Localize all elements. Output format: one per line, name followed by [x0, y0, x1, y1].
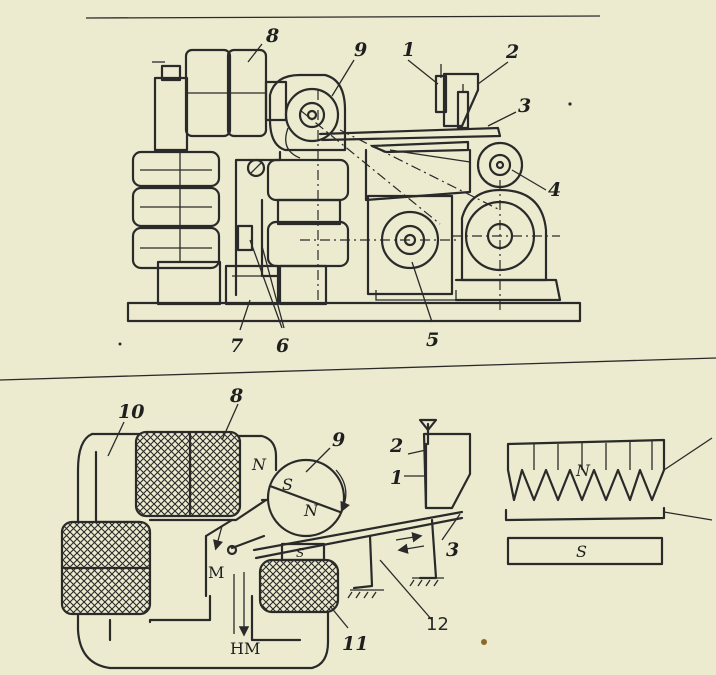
coil-8 [134, 430, 242, 518]
top-magnet-coil [184, 48, 288, 138]
center-coil-stack [266, 90, 350, 306]
label-8: 8 [265, 25, 279, 47]
top-border-line [85, 15, 601, 19]
label-2: 2 [505, 41, 519, 63]
base-plate [126, 301, 582, 323]
magnetic-circuit-schematic: 10 8 9 2 1 3 11 12 N S N S M HM [60, 385, 472, 670]
pole-s-block: S [296, 546, 304, 560]
label-3-schem: 3 [446, 539, 459, 561]
pole-teeth [506, 438, 666, 502]
pole-bar-s [506, 536, 664, 566]
label-7: 7 [230, 335, 243, 357]
section-divider [0, 357, 716, 381]
fraction-nonmagnetic: HM [230, 639, 260, 658]
drum-9 [266, 458, 346, 538]
pole-s-drum: S [282, 475, 293, 494]
hopper-2 [422, 432, 472, 510]
left-coil-stack [131, 61, 222, 306]
drive-roller [366, 194, 457, 301]
label-1: 1 [402, 39, 415, 61]
magnetic-drum [268, 73, 347, 159]
label-10: 10 [118, 401, 144, 423]
top-assembly-view: 8 9 1 2 3 4 5 6 7 [85, 15, 601, 357]
pole-profile-detail: N S [504, 437, 713, 566]
tray-3 [252, 510, 464, 552]
tray-support [364, 148, 472, 202]
left-frame [224, 150, 282, 306]
pole-n-yoke: N [251, 455, 267, 474]
pole-n-drum: N [303, 501, 319, 520]
speck [568, 102, 572, 106]
label-8-schem: 8 [229, 385, 243, 407]
label-2-schem: 2 [389, 435, 403, 457]
speck [481, 639, 487, 645]
label-9-schem: 9 [332, 429, 345, 451]
pole-s-bar: S [576, 542, 587, 561]
belt-line [299, 109, 441, 225]
speck [118, 342, 122, 346]
label-9: 9 [354, 39, 367, 61]
pole-n-teeth: N [575, 461, 591, 480]
label-12: 12 [426, 614, 449, 635]
tray-plate [504, 506, 666, 522]
electric-motor [452, 141, 562, 314]
label-11: 11 [342, 633, 368, 655]
label-4: 4 [548, 179, 561, 201]
label-5: 5 [426, 329, 439, 351]
label-6: 6 [276, 335, 289, 357]
coil-11 [258, 558, 340, 614]
fraction-magnetic: M [208, 563, 224, 582]
feed-hopper [434, 64, 480, 130]
label-3: 3 [518, 95, 531, 117]
belt-line-2 [339, 129, 501, 211]
label-1-schem: 1 [390, 467, 403, 489]
